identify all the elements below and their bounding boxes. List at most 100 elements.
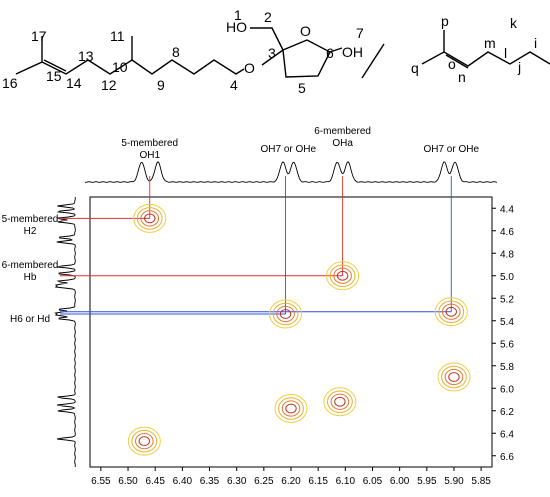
contour-ring <box>326 261 360 291</box>
cross-peak <box>127 426 161 456</box>
atom-label: 8 <box>172 44 180 60</box>
atom-label: 14 <box>66 75 82 91</box>
cross-peak <box>274 394 308 423</box>
left-projection-label: H2 <box>24 226 37 237</box>
contour-ring <box>274 394 308 423</box>
structure-right-labels: p q o n m l k j i <box>411 13 537 85</box>
cross-peak <box>437 362 471 392</box>
atom-label: p <box>441 13 449 29</box>
atom-label: O <box>300 23 311 39</box>
x-tick-label: 6.35 <box>200 476 220 487</box>
contour-ring <box>323 387 357 417</box>
atom-label: k <box>510 15 518 31</box>
cross-peak <box>133 203 167 233</box>
atom-label: 15 <box>46 68 62 84</box>
y-tick-label: 5.6 <box>500 339 514 350</box>
contour-ring <box>278 397 304 420</box>
atom-label: 16 <box>2 75 18 91</box>
top-projection-label: 6-membered <box>314 126 371 137</box>
cross-peak <box>269 299 303 329</box>
x-tick-label: 6.10 <box>336 476 356 487</box>
x-tick-label: 5.85 <box>471 476 491 487</box>
atom-label: 9 <box>157 77 165 93</box>
atom-label: O <box>244 60 255 76</box>
contour-ring <box>269 299 303 329</box>
left-projection <box>54 196 76 468</box>
x-tick-label: 6.05 <box>363 476 383 487</box>
structure-right <box>421 30 550 69</box>
cross-peaks <box>127 203 471 456</box>
y-tick-label: 5.0 <box>500 272 514 283</box>
atom-label: 5 <box>298 80 306 96</box>
contour-ring <box>336 270 349 281</box>
x-tick-label: 6.45 <box>145 476 165 487</box>
contour-ring <box>279 309 292 319</box>
contour-ring <box>445 306 457 317</box>
contour-ring <box>438 300 465 324</box>
x-tick-label: 6.40 <box>173 476 193 487</box>
contour-ring <box>330 393 350 410</box>
top-projection-trace <box>85 161 498 183</box>
left-projection-label: 5-membered <box>2 214 59 225</box>
top-projection-label: OHa <box>332 138 353 149</box>
y-tick-label: 5.2 <box>500 294 514 305</box>
contour-ring <box>326 390 353 414</box>
structure-left-labels: 17 16 15 14 13 12 11 10 9 8 4 O 3 2 HO 1… <box>2 7 364 96</box>
contour-ring <box>127 426 161 456</box>
x-tick-label: 5.95 <box>417 476 437 487</box>
contour-ring <box>448 372 460 382</box>
plot-frame <box>89 196 493 468</box>
contour-ring <box>329 264 356 288</box>
atom-label: 4 <box>230 77 238 93</box>
cross-peak <box>323 387 357 417</box>
atom-label: i <box>534 35 537 51</box>
contour-ring <box>441 365 467 389</box>
atom-label: m <box>484 35 496 51</box>
x-tick-label: 6.25 <box>254 476 274 487</box>
contour-ring <box>272 302 299 326</box>
contour-ring <box>135 433 154 450</box>
x-tick-label: 6.50 <box>118 476 138 487</box>
y-axis: 4.44.64.85.05.25.45.65.86.06.26.46.6 <box>492 204 514 463</box>
x-tick-label: 5.90 <box>444 476 464 487</box>
contour-ring <box>138 436 151 447</box>
contour-ring <box>444 368 464 386</box>
x-tick-label: 6.20 <box>281 476 301 487</box>
x-tick-label: 6.55 <box>91 476 111 487</box>
y-tick-label: 4.6 <box>500 227 514 238</box>
contour-ring <box>281 400 301 417</box>
y-tick-label: 6.4 <box>500 429 514 440</box>
contour-ring <box>144 213 156 224</box>
atom-label: 12 <box>101 77 117 93</box>
atom-label: l <box>504 45 507 61</box>
contour-ring <box>333 267 352 284</box>
left-projection-trace <box>54 196 76 468</box>
left-projection-label: Hb <box>24 272 37 283</box>
cross-peak <box>326 261 360 291</box>
contour-ring <box>136 207 163 230</box>
contour-ring <box>133 203 167 233</box>
atom-label: HO <box>226 19 247 35</box>
atom-label: o <box>448 56 456 72</box>
atom-label: OH <box>342 44 363 60</box>
y-tick-label: 6.0 <box>500 384 514 395</box>
left-projection-label: 6-membered <box>2 260 59 271</box>
contour-ring <box>334 396 346 407</box>
structure-separator <box>361 43 385 79</box>
atom-label: n <box>458 69 466 85</box>
atom-label: 7 <box>356 25 364 41</box>
x-tick-label: 6.00 <box>390 476 410 487</box>
cross-peak <box>434 297 468 327</box>
top-projection-label: OH1 <box>139 150 160 161</box>
top-projection-label: 5-membered <box>121 138 178 149</box>
y-tick-label: 5.8 <box>500 362 514 373</box>
contour-ring <box>434 297 468 327</box>
atom-label: q <box>411 60 419 76</box>
contour-ring <box>131 429 158 453</box>
correlation-lines <box>60 176 452 315</box>
contour-ring <box>437 362 471 392</box>
